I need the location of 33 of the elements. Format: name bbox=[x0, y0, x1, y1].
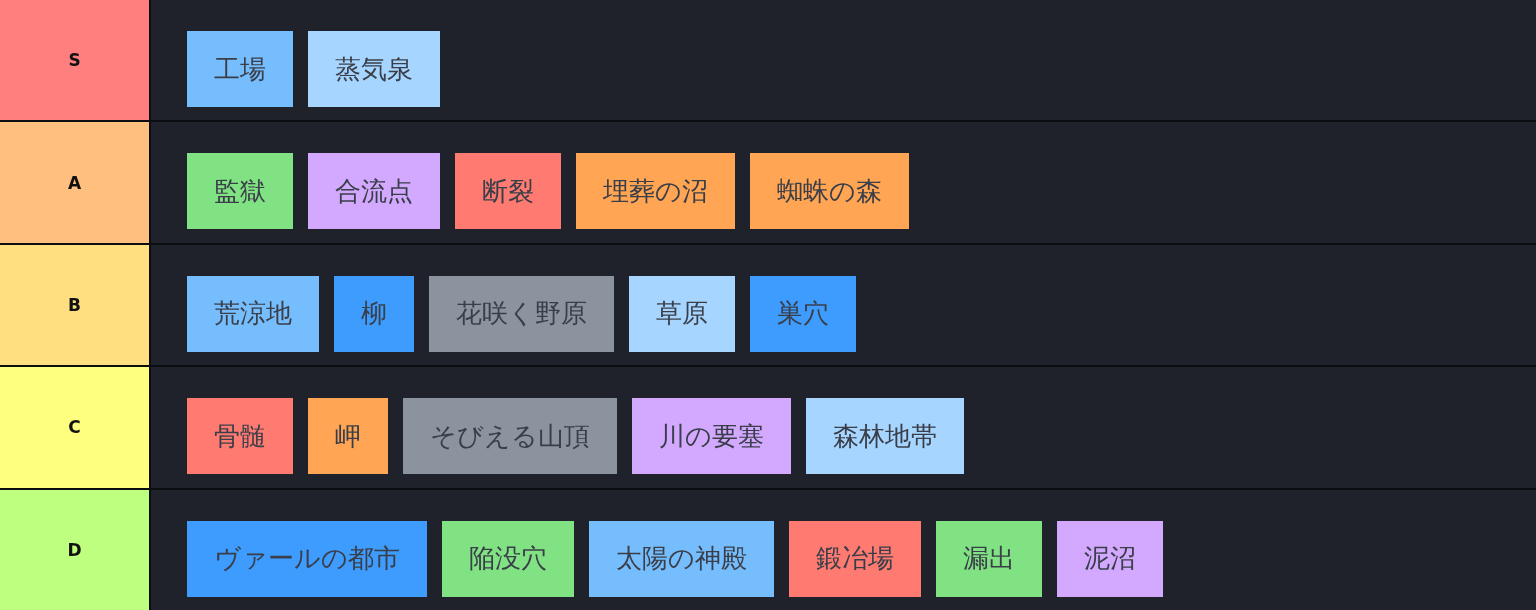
item-tag: 合流点 bbox=[308, 153, 440, 230]
tier-row bbox=[0, 489, 1536, 610]
tier-row bbox=[0, 367, 1536, 488]
item-tag: 工場 bbox=[187, 31, 293, 107]
item-tag: 岬 bbox=[308, 398, 388, 475]
tier-label: A bbox=[0, 122, 151, 243]
item-tag: 柳 bbox=[334, 275, 414, 352]
item-tag: 監獄 bbox=[187, 153, 293, 230]
tier-label: D bbox=[0, 489, 151, 610]
item-tag: 太陽の神殿 bbox=[589, 520, 774, 597]
item-tag: 泥沼 bbox=[1057, 520, 1163, 597]
tier-label: S bbox=[0, 0, 151, 121]
tier-label: C bbox=[0, 367, 151, 488]
tier-row bbox=[0, 122, 1536, 243]
item-tag: 蜘蛛の森 bbox=[750, 153, 909, 230]
item-tag: 荒涼地 bbox=[187, 275, 319, 352]
item-tag: ヴァールの都市 bbox=[187, 520, 427, 597]
item-tag: 漏出 bbox=[936, 520, 1042, 597]
item-tag: 陥没穴 bbox=[442, 520, 574, 597]
item-tag: 花咲く野原 bbox=[429, 275, 614, 352]
item-tag: 埋葬の沼 bbox=[576, 153, 735, 230]
item-tag: 断裂 bbox=[455, 153, 561, 230]
tier-row bbox=[0, 244, 1536, 366]
item-tag: 骨髄 bbox=[187, 398, 293, 475]
tier-label: B bbox=[0, 244, 151, 366]
item-tag: 草原 bbox=[629, 275, 735, 352]
item-tag: 森林地帯 bbox=[806, 398, 964, 475]
item-tag: 鍛冶場 bbox=[789, 520, 921, 597]
item-tag: 巣穴 bbox=[750, 275, 856, 352]
item-tag: そびえる山頂 bbox=[403, 398, 617, 475]
tier-row bbox=[0, 0, 1536, 121]
item-tag: 蒸気泉 bbox=[308, 31, 440, 107]
item-tag: 川の要塞 bbox=[632, 398, 791, 475]
